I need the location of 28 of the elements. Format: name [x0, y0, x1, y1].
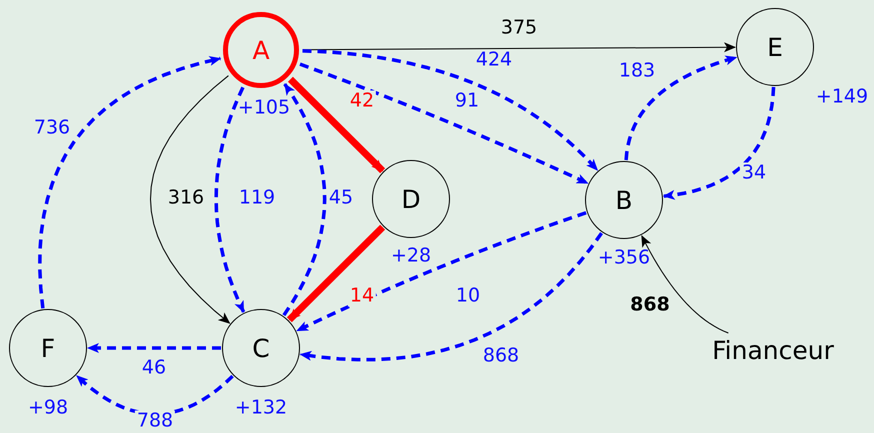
arrow: [302, 49, 599, 172]
node-circle: F: [9, 309, 87, 387]
node-value: +149: [816, 88, 868, 106]
arrow: [87, 343, 221, 353]
node-circle: E: [736, 8, 814, 86]
edge-label: 14: [348, 286, 376, 306]
arrow: [150, 75, 230, 324]
node-label: Financeur: [712, 338, 834, 362]
node-value: +356: [598, 248, 650, 268]
arrow: [282, 83, 326, 316]
node-circle: D: [372, 160, 450, 238]
node-value: +98: [28, 398, 68, 418]
arrow: [286, 224, 386, 322]
arrow: [662, 86, 776, 200]
arrow: [288, 76, 386, 174]
node-circle: B: [585, 161, 663, 239]
node-circle: C: [222, 309, 300, 387]
node-value: +105: [238, 98, 290, 118]
arrow: [296, 211, 587, 332]
arrow: [214, 86, 246, 313]
arrow: [300, 232, 603, 362]
arrow: [624, 56, 738, 160]
node-value: +132: [234, 398, 288, 418]
arrow: [641, 234, 729, 334]
node-circle: A: [223, 12, 299, 88]
arrow: [299, 62, 589, 185]
node-value: +28: [390, 246, 432, 266]
arrow: [38, 56, 222, 309]
